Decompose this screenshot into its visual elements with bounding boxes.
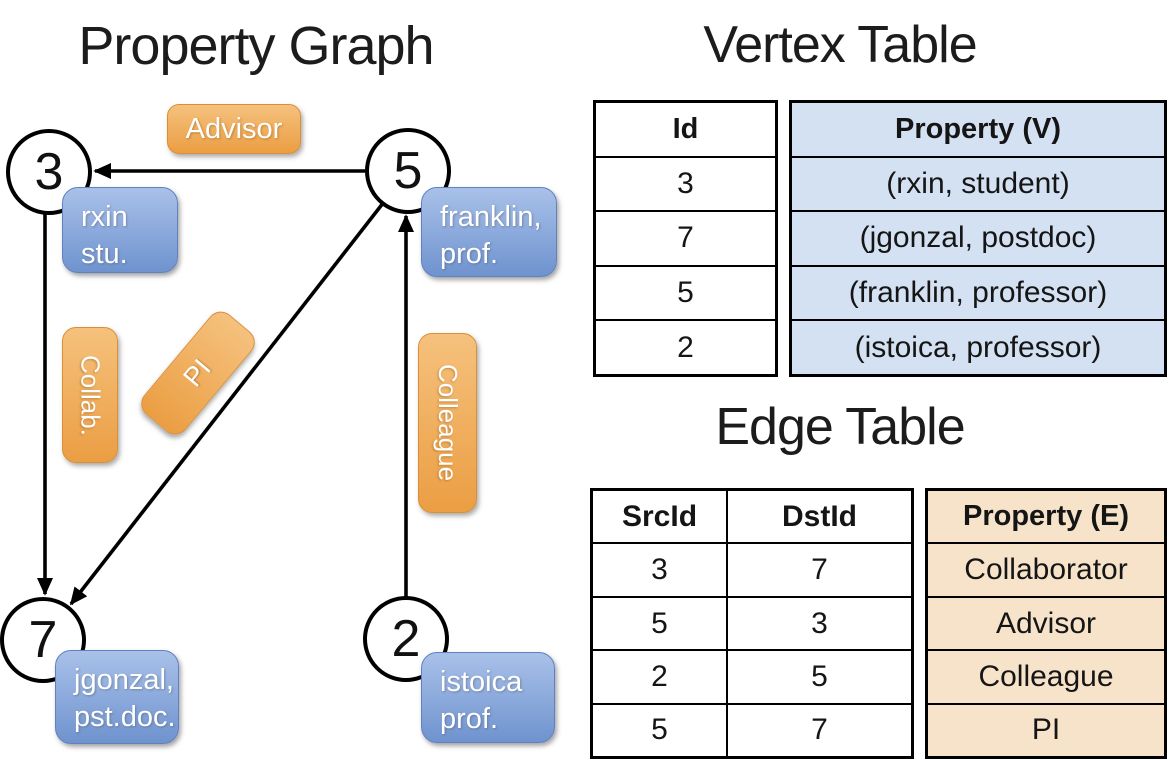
graph-edges-layer (37, 163, 414, 639)
vertex-property-cell: (franklin, professor) (792, 264, 1164, 320)
edge-srcid-cell: 2 (593, 651, 728, 703)
vertex-id-cell: 7 (596, 210, 775, 265)
edge-label-text: Colleague (433, 364, 463, 482)
edge-label-text: Advisor (185, 112, 283, 145)
vertex-property-cell: (rxin, student) (792, 155, 1164, 211)
vertex-property-cell: (jgonzal, postdoc) (792, 210, 1164, 265)
edge-table-id-columns: SrcId DstId 3 7 5 3 2 5 5 7 (590, 488, 914, 759)
edge-property-header: Property (E) (928, 491, 1164, 543)
edge-property-cell: Advisor (928, 595, 1164, 650)
edge-label-advisor: Advisor (167, 104, 301, 154)
edge-srcid-cell: 5 (593, 597, 728, 650)
edge-label-text: Collab. (75, 354, 106, 436)
vertex-property-cell: (istoica, professor) (792, 319, 1164, 374)
edge-label-colleague: Colleague (418, 333, 477, 513)
vertex-property-line: stu. (81, 238, 128, 270)
vertex-table-property-column: Property (V) (rxin, student) (jgonzal, p… (789, 100, 1167, 377)
edge-dstid-cell: 3 (811, 606, 828, 640)
node-id-label: 2 (391, 610, 421, 668)
vertex-property-line: prof. (440, 703, 499, 735)
edge-dstid-cell: 7 (811, 713, 828, 747)
edge-label-text: PI (177, 353, 218, 393)
vertex-property-line: rxin (81, 201, 128, 233)
node-id-label: 5 (393, 142, 423, 200)
node-circle-5: 5 (365, 128, 451, 214)
edge-property-cell: PI (928, 702, 1164, 757)
vertex-property-line: franklin, (440, 201, 542, 233)
edge-dstid-cell: 5 (811, 659, 828, 693)
edge-dstid-header: DstId (782, 499, 857, 533)
vertex-property-box-3: rxin stu. (62, 187, 178, 273)
edge-label-collab: Collab. (62, 327, 118, 463)
edge-dstid-cell: 7 (811, 553, 828, 587)
edge-srcid-header: SrcId (593, 491, 728, 543)
vertex-property-box-2: istoica prof. (421, 652, 555, 743)
vertex-property-line: pst.doc. (74, 701, 176, 733)
vertex-property-line: istoica (440, 666, 523, 698)
node-circle-2: 2 (363, 596, 449, 682)
vertex-property-box-5: franklin, prof. (421, 187, 557, 277)
vertex-property-header: Property (V) (792, 103, 1164, 156)
edge-table-title: Edge Table (715, 398, 965, 456)
edge-srcid-cell: 5 (593, 704, 728, 757)
vertex-id-header: Id (672, 112, 699, 145)
edge-property-cell: Colleague (928, 649, 1164, 703)
edge-srcid-cell: 3 (593, 544, 728, 596)
node-id-label: 3 (34, 143, 64, 201)
vertex-id-cell: 3 (596, 155, 775, 211)
vertex-property-line: prof. (440, 238, 499, 270)
node-id-label: 7 (28, 611, 58, 669)
vertex-id-cell: 2 (596, 319, 775, 374)
vertex-table-id-column: Id 3 7 5 2 (593, 100, 778, 377)
vertex-property-box-7: jgonzal, pst.doc. (55, 650, 179, 744)
vertex-table-title: Vertex Table (703, 16, 977, 74)
vertex-property-line: jgonzal, (74, 664, 174, 696)
edge-line-pi (69, 169, 410, 606)
vertex-id-cell: 5 (596, 264, 775, 320)
property-graph-title: Property Graph (78, 16, 434, 76)
edge-table-property-column: Property (E) Collaborator Advisor Collea… (925, 488, 1167, 759)
edge-property-cell: Collaborator (928, 542, 1164, 596)
